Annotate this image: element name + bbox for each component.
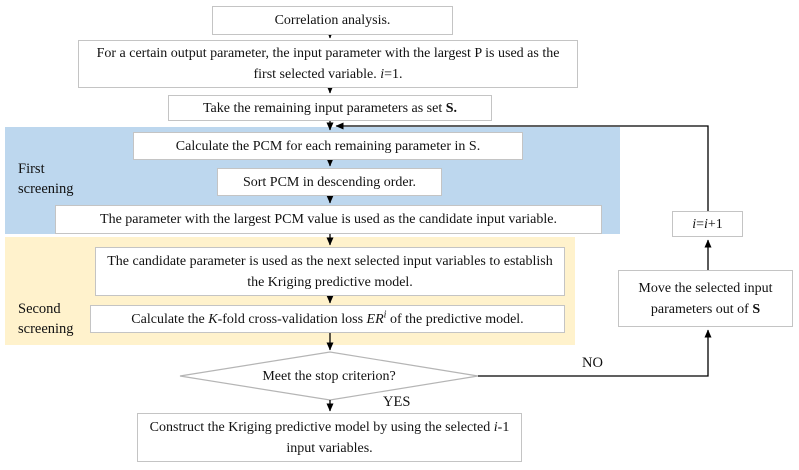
decision-stop-criterion-text: Meet the stop criterion? bbox=[262, 368, 396, 384]
node-candidate-kriging-text: The candidate parameter is used as the n… bbox=[107, 253, 553, 290]
node-calculate-pcm-text: Calculate the PCM for each remaining par… bbox=[175, 138, 481, 154]
branch-label-yes: YES bbox=[383, 394, 411, 410]
node-largest-pcm: The parameter with the largest PCM value… bbox=[55, 205, 602, 234]
node-first-selected-variable: For a certain output parameter, the inpu… bbox=[78, 40, 578, 88]
node-first-selected-variable-text: For a certain output parameter, the inpu… bbox=[96, 46, 560, 82]
arrow-no-to-move bbox=[478, 329, 712, 377]
node-largest-pcm-text: The parameter with the largest PCM value… bbox=[100, 212, 557, 227]
arrow-increment-loopback bbox=[335, 122, 709, 211]
node-construct-model-text: Construct the Kriging predictive model b… bbox=[149, 419, 510, 456]
node-increment-i-text: i=i+1 bbox=[692, 216, 723, 232]
node-remaining-set: Take the remaining input parameters as s… bbox=[168, 95, 492, 121]
node-cross-validation-loss-text: Calculate the K-fold cross-validation lo… bbox=[131, 308, 524, 327]
node-calculate-pcm: Calculate the PCM for each remaining par… bbox=[133, 132, 523, 160]
node-correlation-analysis-text: Correlation analysis. bbox=[274, 13, 391, 28]
node-move-parameters-text: Move the selected input parameters out o… bbox=[638, 280, 773, 317]
node-sort-pcm-text: Sort PCM in descending order. bbox=[242, 174, 417, 190]
node-correlation-analysis: Correlation analysis. bbox=[212, 6, 453, 35]
branch-label-no: NO bbox=[582, 355, 603, 371]
second-screening-label: Second screening bbox=[18, 301, 74, 337]
node-construct-model: Construct the Kriging predictive model b… bbox=[137, 413, 522, 462]
node-remaining-set-text: Take the remaining input parameters as s… bbox=[202, 100, 458, 116]
node-increment-i: i=i+1 bbox=[672, 211, 743, 237]
node-cross-validation-loss: Calculate the K-fold cross-validation lo… bbox=[90, 305, 565, 333]
first-screening-label: First screening bbox=[18, 161, 74, 197]
decision-stop-criterion: Meet the stop criterion? bbox=[180, 352, 478, 400]
node-candidate-kriging: The candidate parameter is used as the n… bbox=[95, 247, 565, 296]
node-sort-pcm: Sort PCM in descending order. bbox=[217, 168, 442, 196]
node-move-parameters: Move the selected input parameters out o… bbox=[618, 270, 793, 327]
